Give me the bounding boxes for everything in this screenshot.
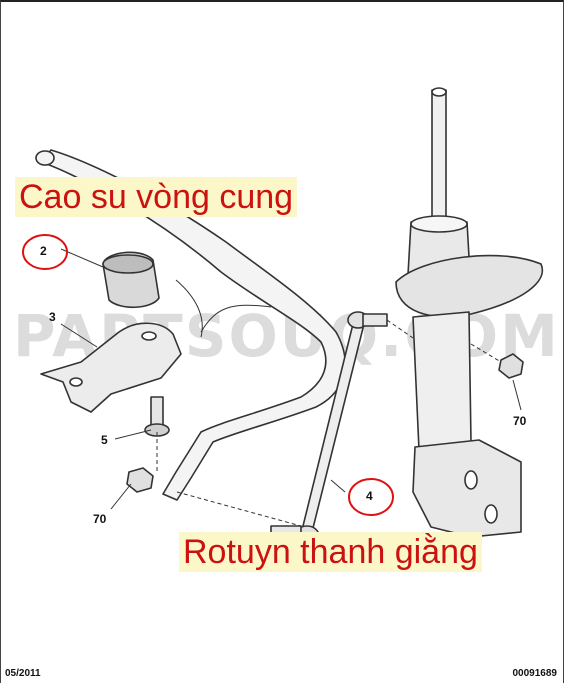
footer-date: 05/2011 xyxy=(5,668,41,679)
nut-right xyxy=(498,353,524,379)
strut-rod xyxy=(431,89,447,221)
knuckle-bracket xyxy=(412,439,522,538)
part-number-5: 5 xyxy=(101,433,108,447)
callout-bushing: Cao su vòng cung xyxy=(15,177,298,217)
part-number-2: 2 xyxy=(40,244,47,258)
spring-seat xyxy=(395,254,544,318)
footer-code: 00091689 xyxy=(512,668,558,679)
part-number-4: 4 xyxy=(366,489,373,503)
strut-body xyxy=(412,311,472,451)
part-number-70-right: 70 xyxy=(513,414,527,428)
circle-part-2 xyxy=(22,234,68,270)
stabilizer-bar xyxy=(40,149,346,501)
bushing-bracket xyxy=(40,322,182,413)
part-number-3: 3 xyxy=(49,310,56,324)
nut-left xyxy=(126,467,154,493)
bar-end-cap xyxy=(35,150,55,166)
callout-link: Rotuyn thanh giằng xyxy=(179,532,482,572)
bracket-bolt xyxy=(150,396,164,428)
part-number-70-left: 70 xyxy=(93,512,107,526)
circle-part-4 xyxy=(348,478,394,516)
